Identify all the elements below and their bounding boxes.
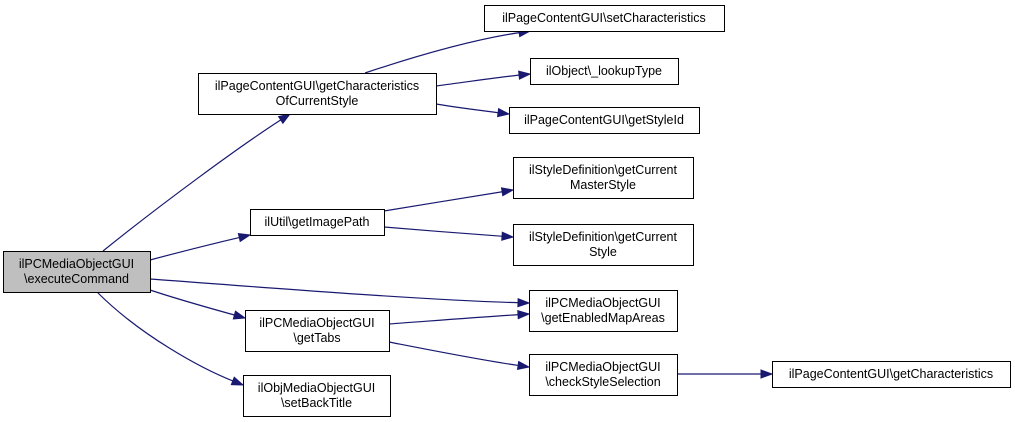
node-root[interactable]: ilPCMediaObjectGUI\executeCommand [3,251,151,293]
edge-checkStyleSelection-to-getCharacteristics [676,369,774,379]
edge-root-to-getEnabledMapAreas [149,278,531,308]
edge-arrowhead [232,310,247,320]
node-label-line: \executeCommand [24,272,129,286]
node-box [198,73,437,115]
node-getCharacteristics[interactable]: ilPageContentGUI\getCharacteristics [772,361,1011,388]
edge-getTabs-to-getEnabledMapAreas [388,309,531,325]
edge-root-to-getCharOfStyle [102,113,292,252]
node-label-line: ilPCMediaObjectGUI [545,360,660,374]
node-box [529,290,678,332]
edge-arrowhead [497,107,511,118]
node-label-line: ilStyleDefinition\getCurrent [529,163,678,177]
node-label-line: ilPCMediaObjectGUI [259,316,374,330]
node-label-line: ilPCMediaObjectGUI [545,296,660,310]
edge-arrowhead [500,187,515,197]
edge-line [435,103,500,114]
edge-root-to-getImagePath [149,233,252,261]
node-box [509,107,700,134]
node-label-line: ilPageContentGUI\setCharacteristics [502,11,706,25]
edge-arrowhead [517,309,531,320]
node-label-line: ilStyleDefinition\getCurrent [529,230,678,244]
edge-line [149,289,236,316]
node-label-line: ilPCMediaObjectGUI [19,257,134,271]
edge-getCharOfStyle-to-getStyleId [435,103,511,118]
node-setCharacteristics[interactable]: ilPageContentGUI\setCharacteristics [484,5,725,32]
edge-line [102,118,282,252]
node-box [250,209,385,236]
edge-arrowhead [760,369,774,379]
edge-line [388,314,520,325]
edge-getCharOfStyle-to-setCharacteristics [364,28,532,74]
node-label-line: ilPageContentGUI\getCharacteristics [789,367,993,381]
node-label-line: \setBackTitle [281,396,352,410]
node-box [529,354,678,396]
edge-line [383,226,504,237]
node-checkStyleSelection[interactable]: ilPCMediaObjectGUI\checkStyleSelection [529,354,678,396]
node-box [513,157,694,199]
edge-line [435,74,521,87]
node-getEnabledMapAreas[interactable]: ilPCMediaObjectGUI\getEnabledMapAreas [529,290,678,332]
node-box [513,224,694,266]
node-setBackTitle[interactable]: ilObjMediaObjectGUI\setBackTitle [243,375,391,417]
node-box [245,310,390,352]
edge-getCharOfStyle-to-lookupType [435,70,532,87]
node-label-line: OfCurrentStyle [276,94,359,108]
node-label-line: \getTabs [293,331,340,345]
edge-line [149,236,241,261]
node-label-line: Style [589,245,617,259]
edge-arrowhead [277,113,292,125]
node-box [484,5,725,32]
edge-line [364,31,521,74]
edge-arrowhead [501,231,515,241]
nodes-layer: ilPCMediaObjectGUI\executeCommandilPageC… [3,5,1011,417]
edge-arrowhead [516,360,531,371]
edge-arrowhead [230,376,245,386]
edge-getImagePath-to-getCurrentMasterStyle [383,187,515,212]
edge-root-to-setBackTitle [96,291,245,386]
node-box [3,251,151,293]
edge-arrowhead [517,297,531,308]
node-label-line: ilPageContentGUI\getCharacteristics [215,79,419,93]
edge-root-to-getTabs [149,289,247,320]
node-getImagePath[interactable]: ilUtil\getImagePath [250,209,385,236]
node-label-line: \getEnabledMapAreas [541,311,665,325]
node-label-line: ilObjMediaObjectGUI [258,381,375,395]
node-lookupType[interactable]: ilObject\_lookupType [530,58,679,85]
node-label-line: MasterStyle [570,178,636,192]
node-label-line: ilUtil\getImagePath [265,215,370,229]
node-box [530,58,679,85]
edge-arrowhead [518,70,532,80]
edge-line [383,191,504,212]
node-label-line: ilPageContentGUI\getStyleId [524,113,684,127]
edge-line [149,278,520,304]
node-box [772,361,1011,388]
edge-line [96,291,234,382]
node-label-line: \checkStyleSelection [545,375,660,389]
node-getTabs[interactable]: ilPCMediaObjectGUI\getTabs [245,310,390,352]
edge-arrowhead [237,233,252,243]
edges-layer [96,28,774,386]
node-getStyleId[interactable]: ilPageContentGUI\getStyleId [509,107,700,134]
edge-line [388,341,520,367]
node-box [243,375,391,417]
edge-getTabs-to-checkStyleSelection [388,341,531,371]
node-getCharOfStyle[interactable]: ilPageContentGUI\getCharacteristicsOfCur… [198,73,437,115]
edge-getImagePath-to-getCurrentStyle [383,226,515,241]
node-label-line: ilObject\_lookupType [546,64,662,78]
